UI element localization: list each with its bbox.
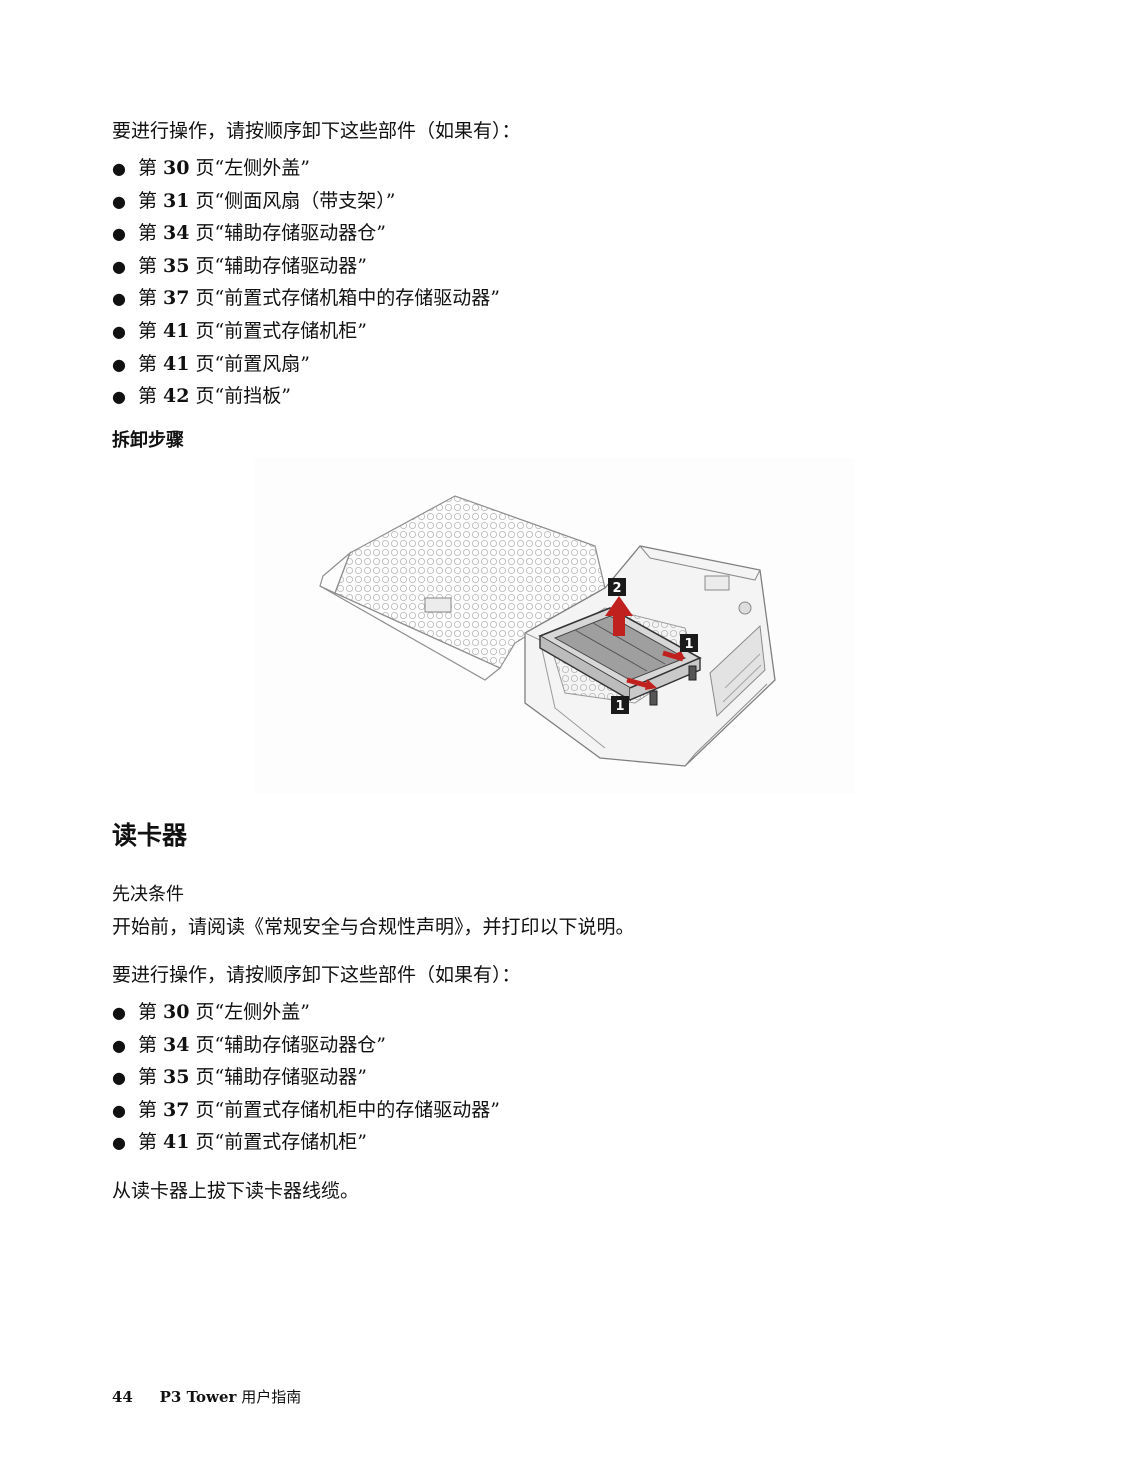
item-title[interactable]: “前置式存储机柜” [214, 319, 367, 342]
page-link[interactable]: 34 [163, 222, 190, 245]
bullet-icon: ● [112, 256, 126, 276]
page-link[interactable]: 30 [163, 157, 190, 179]
page-link[interactable]: 34 [163, 1033, 190, 1056]
bullet-icon: ● [112, 1100, 126, 1120]
callout-1 [611, 696, 629, 714]
chassis-illustration: 2 1 1 [255, 458, 855, 794]
guide-name: 用户指南 [241, 1388, 302, 1406]
disconnect-note: 从读卡器上拔下读卡器线缆。 [112, 1180, 360, 1202]
bullet-icon: ● [112, 289, 126, 309]
bullet-icon: ● [112, 1003, 126, 1022]
latch-arrow-icon [626, 677, 650, 689]
steps-heading: 拆卸步骤 [112, 430, 184, 451]
lift-arrow-icon [605, 596, 633, 636]
item-title[interactable]: “侧面风扇（带支架）” [214, 189, 396, 212]
removal-figure: 2 1 1 [255, 458, 855, 794]
page-link[interactable]: 35 [163, 1066, 190, 1089]
bullet-icon: ● [112, 321, 126, 341]
latch-arrow-icon [662, 650, 684, 662]
item-title[interactable]: “辅助存储驱动器” [214, 254, 367, 277]
prereq-text: 开始前，请阅读《常规安全与合规性声明》，并打印以下说明。 [112, 916, 635, 938]
bullet-icon: ● [112, 159, 126, 178]
item-title[interactable]: “前挡板” [214, 385, 291, 408]
svg-text:1: 1 [684, 637, 693, 652]
bullet-icon: ● [112, 1068, 126, 1088]
page-link[interactable]: 41 [163, 319, 190, 342]
page-number: 44 [112, 1388, 133, 1406]
bullet-icon: ● [112, 354, 126, 374]
item-title[interactable]: “左侧外盖” [214, 157, 310, 179]
page-link[interactable]: 41 [163, 352, 190, 375]
item-title[interactable]: “辅助存储驱动器” [214, 1066, 367, 1089]
page-link[interactable]: 42 [163, 385, 190, 408]
bullet-icon: ● [112, 387, 126, 407]
callout-2 [608, 578, 626, 596]
page-link[interactable]: 31 [163, 189, 190, 212]
section-title: 读卡器 [112, 821, 188, 850]
page-link[interactable]: 35 [163, 254, 190, 277]
item-title[interactable]: “前置式存储机柜中的存储驱动器” [214, 1098, 500, 1121]
item-title[interactable]: “前置式存储机箱中的存储驱动器” [214, 287, 500, 310]
svg-text:2: 2 [612, 581, 621, 596]
page-footer: 44 P3 Tower 用户指南 [112, 1386, 301, 1407]
bullet-icon: ● [112, 224, 126, 244]
section2-intro: 要进行操作，请按顺序卸下这些部件（如果有）： [112, 964, 521, 986]
product-name: P3 Tower [159, 1388, 237, 1406]
page-link[interactable]: 37 [163, 287, 190, 310]
bullet-icon: ● [112, 1133, 126, 1153]
bullet-icon: ● [112, 1035, 126, 1055]
item-title[interactable]: “辅助存储驱动器仓” [214, 1033, 386, 1056]
bullet-icon: ● [112, 191, 126, 211]
svg-text:1: 1 [615, 699, 624, 714]
item-title[interactable]: “前置风扇” [214, 352, 310, 375]
item-title[interactable]: “前置式存储机柜” [214, 1131, 367, 1154]
section1-intro: 要进行操作，请按顺序卸下这些部件（如果有）： [112, 120, 521, 142]
page-link[interactable]: 30 [163, 1001, 190, 1023]
page-link[interactable]: 37 [163, 1098, 190, 1121]
item-title[interactable]: “辅助存储驱动器仓” [214, 222, 386, 245]
page-link[interactable]: 41 [163, 1131, 190, 1154]
prereq-heading: 先决条件 [112, 884, 184, 905]
callout-1 [680, 634, 698, 652]
item-title[interactable]: “左侧外盖” [214, 1001, 310, 1023]
